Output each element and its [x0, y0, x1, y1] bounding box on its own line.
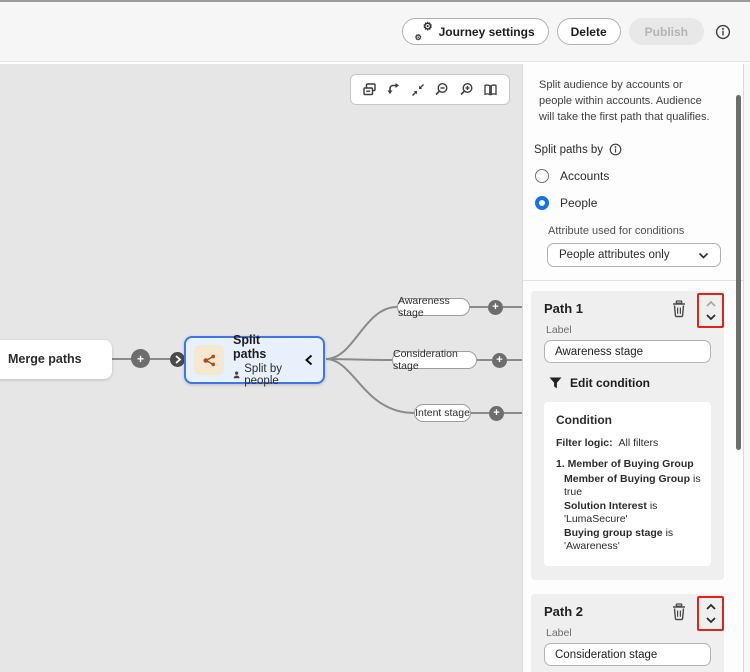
- split-paths-by-row: Split paths by: [534, 143, 750, 156]
- radio-accounts[interactable]: [535, 169, 549, 183]
- panel-scrollbar[interactable]: [736, 95, 741, 450]
- add-node-branch3-button[interactable]: +: [489, 405, 504, 421]
- publish-label: Publish: [644, 24, 688, 39]
- journey-settings-button[interactable]: ⚙⚙ Journey settings: [401, 18, 549, 45]
- split-node-title: Split paths: [233, 333, 267, 361]
- fit-view-button[interactable]: [409, 81, 427, 99]
- radio-people[interactable]: [535, 196, 549, 210]
- path-1-title: Path 1: [544, 301, 584, 316]
- panel-description: Split audience by accounts or people wit…: [539, 79, 710, 123]
- fit-view-icon: [411, 83, 424, 96]
- chevron-up-icon: [705, 300, 716, 307]
- chevron-right-icon: [175, 354, 182, 364]
- delete-button[interactable]: Delete: [556, 18, 621, 45]
- trash-icon: [673, 603, 685, 621]
- move-path-1-down-button[interactable]: [704, 312, 718, 322]
- path-1-card: Path 1: [531, 291, 724, 580]
- zoom-out-button[interactable]: [432, 80, 451, 99]
- plus-icon: +: [492, 301, 499, 313]
- move-path-2-down-button[interactable]: [704, 615, 718, 625]
- split-paths-by-label: Split paths by: [534, 143, 604, 156]
- condition-heading: Condition: [556, 413, 612, 427]
- attribute-dropdown-value: People attributes only: [559, 249, 670, 261]
- branch-label-consideration: Consideration stage: [392, 348, 477, 372]
- journey-canvas[interactable]: Merge paths + Split p: [0, 64, 522, 672]
- top-toolbar: ⚙⚙ Journey settings Delete Publish: [0, 2, 750, 62]
- add-node-branch1-button[interactable]: +: [488, 299, 503, 315]
- path-2-card: Path 2: [531, 594, 724, 672]
- delete-path-1-button[interactable]: [671, 300, 687, 318]
- attribute-dropdown[interactable]: People attributes only: [547, 243, 721, 267]
- path-1-edit-condition-button[interactable]: Edit condition: [549, 376, 650, 390]
- add-node-button[interactable]: +: [131, 349, 150, 368]
- split-settings-panel: Split audience by accounts or people wit…: [522, 64, 750, 672]
- delete-label: Delete: [570, 24, 607, 39]
- canvas-toolbar: [350, 74, 510, 105]
- path-2-label-input[interactable]: [544, 643, 711, 666]
- connector-lines: [84, 306, 522, 414]
- node-entry-marker: [170, 351, 185, 367]
- move-path-2-up-button[interactable]: [704, 602, 718, 612]
- filter-icon: [549, 377, 562, 389]
- radio-accounts-label: Accounts: [560, 169, 610, 183]
- plus-icon: +: [136, 351, 144, 366]
- path-1-label-caption: Label: [546, 324, 572, 336]
- annotation-highlight: [697, 596, 724, 631]
- plus-icon: +: [493, 407, 500, 419]
- split-node-icon-tile: [194, 345, 224, 375]
- merge-paths-node-title: Merge paths: [8, 352, 82, 366]
- chevron-down-icon: [705, 617, 716, 624]
- publish-button[interactable]: Publish: [628, 18, 704, 45]
- split-paths-node[interactable]: Split paths Split by people: [184, 333, 325, 387]
- publish-info-button[interactable]: [715, 24, 731, 40]
- delete-path-2-button[interactable]: [671, 603, 687, 621]
- chevron-down-icon: [698, 252, 709, 259]
- zoom-out-icon: [435, 82, 448, 96]
- split-node-subtitle: Split by people: [244, 363, 282, 387]
- chevron-down-icon: [705, 314, 716, 321]
- radio-people-label: People: [560, 196, 598, 210]
- radio-option-people[interactable]: People: [535, 196, 750, 210]
- radio-option-accounts[interactable]: Accounts: [535, 169, 750, 183]
- panel-divider: [523, 280, 750, 281]
- minimap-button[interactable]: [481, 81, 500, 99]
- trash-icon: [673, 300, 685, 318]
- filter-logic-line: Filter logic: All filters: [556, 437, 659, 449]
- collapse-nodes-icon: [363, 83, 376, 96]
- info-icon: [715, 24, 731, 39]
- condition-group-line: 1. Member of Buying Group: [556, 458, 694, 470]
- minimap-icon: [484, 83, 497, 96]
- panel-edge-strip: [743, 64, 750, 672]
- zoom-in-icon: [459, 82, 473, 96]
- path-1-label-input[interactable]: [544, 340, 711, 363]
- path-1-condition-card: Condition Filter logic: All filters 1. M…: [544, 402, 711, 566]
- path-2-title: Path 2: [544, 604, 584, 619]
- chevron-left-icon: [305, 354, 313, 366]
- person-icon: [233, 371, 240, 379]
- zoom-in-button[interactable]: [457, 80, 476, 99]
- branch-label-intent: Intent stage: [414, 404, 471, 422]
- gears-icon: ⚙⚙: [414, 21, 433, 42]
- split-paths-icon: [203, 354, 215, 366]
- journey-settings-label: Journey settings: [438, 24, 535, 39]
- branch-label-awareness: Awareness stage: [397, 295, 470, 319]
- plus-icon: +: [496, 354, 503, 366]
- collapse-nodes-button[interactable]: [360, 80, 379, 99]
- chevron-up-icon: [705, 603, 716, 610]
- collapse-node-button[interactable]: [303, 353, 315, 367]
- info-icon[interactable]: [609, 143, 622, 156]
- path-2-label-caption: Label: [546, 627, 572, 639]
- annotation-highlight: [697, 293, 724, 328]
- move-path-1-up-button[interactable]: [704, 299, 718, 309]
- merge-paths-node[interactable]: Merge paths: [0, 340, 112, 379]
- attribute-label: Attribute used for conditions: [548, 225, 685, 237]
- reorder-path-icon: [387, 83, 400, 94]
- add-node-branch2-button[interactable]: +: [492, 352, 507, 368]
- reorder-path-button[interactable]: [384, 80, 403, 99]
